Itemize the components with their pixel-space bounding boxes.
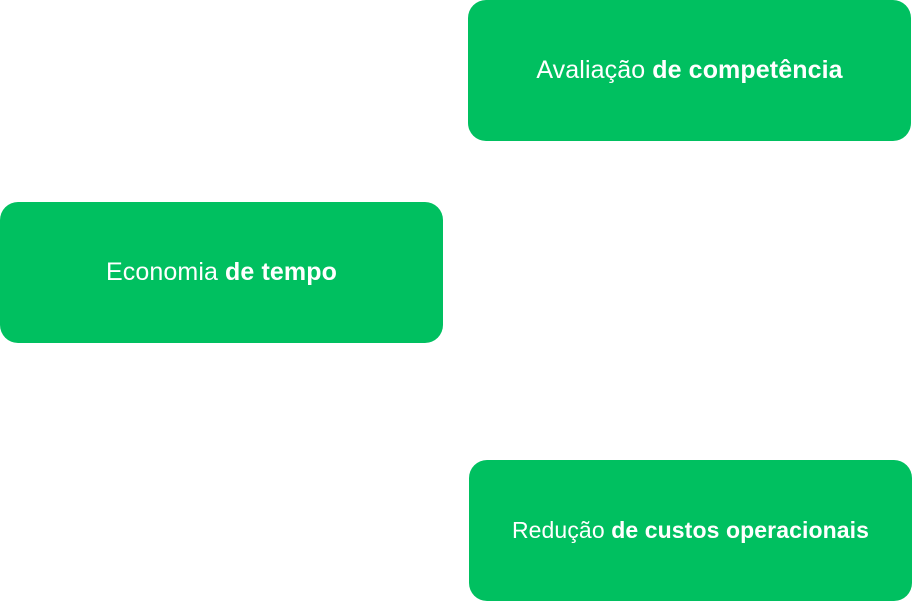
benefit-card-label-regular: Avaliação	[536, 56, 646, 84]
benefit-card-label-regular: Redução	[511, 517, 605, 543]
benefit-card-cost-reduction: Redução de custos operacionais	[469, 460, 912, 601]
benefit-card-label: Economia de tempo	[106, 258, 337, 287]
benefit-card-label-bold: de tempo	[225, 258, 337, 286]
benefit-card-time-savings: Economia de tempo	[0, 202, 443, 343]
benefit-card-label-bold: de competência	[652, 56, 843, 84]
benefit-card-label-bold: de custos operacionais	[611, 517, 870, 543]
benefit-card-label: Avaliação de competência	[536, 56, 842, 85]
benefit-card-label-regular: Economia	[106, 258, 218, 286]
benefit-card-label: Redução de custos operacionais	[512, 517, 869, 544]
benefit-card-competence-evaluation: Avaliação de competência	[468, 0, 911, 141]
